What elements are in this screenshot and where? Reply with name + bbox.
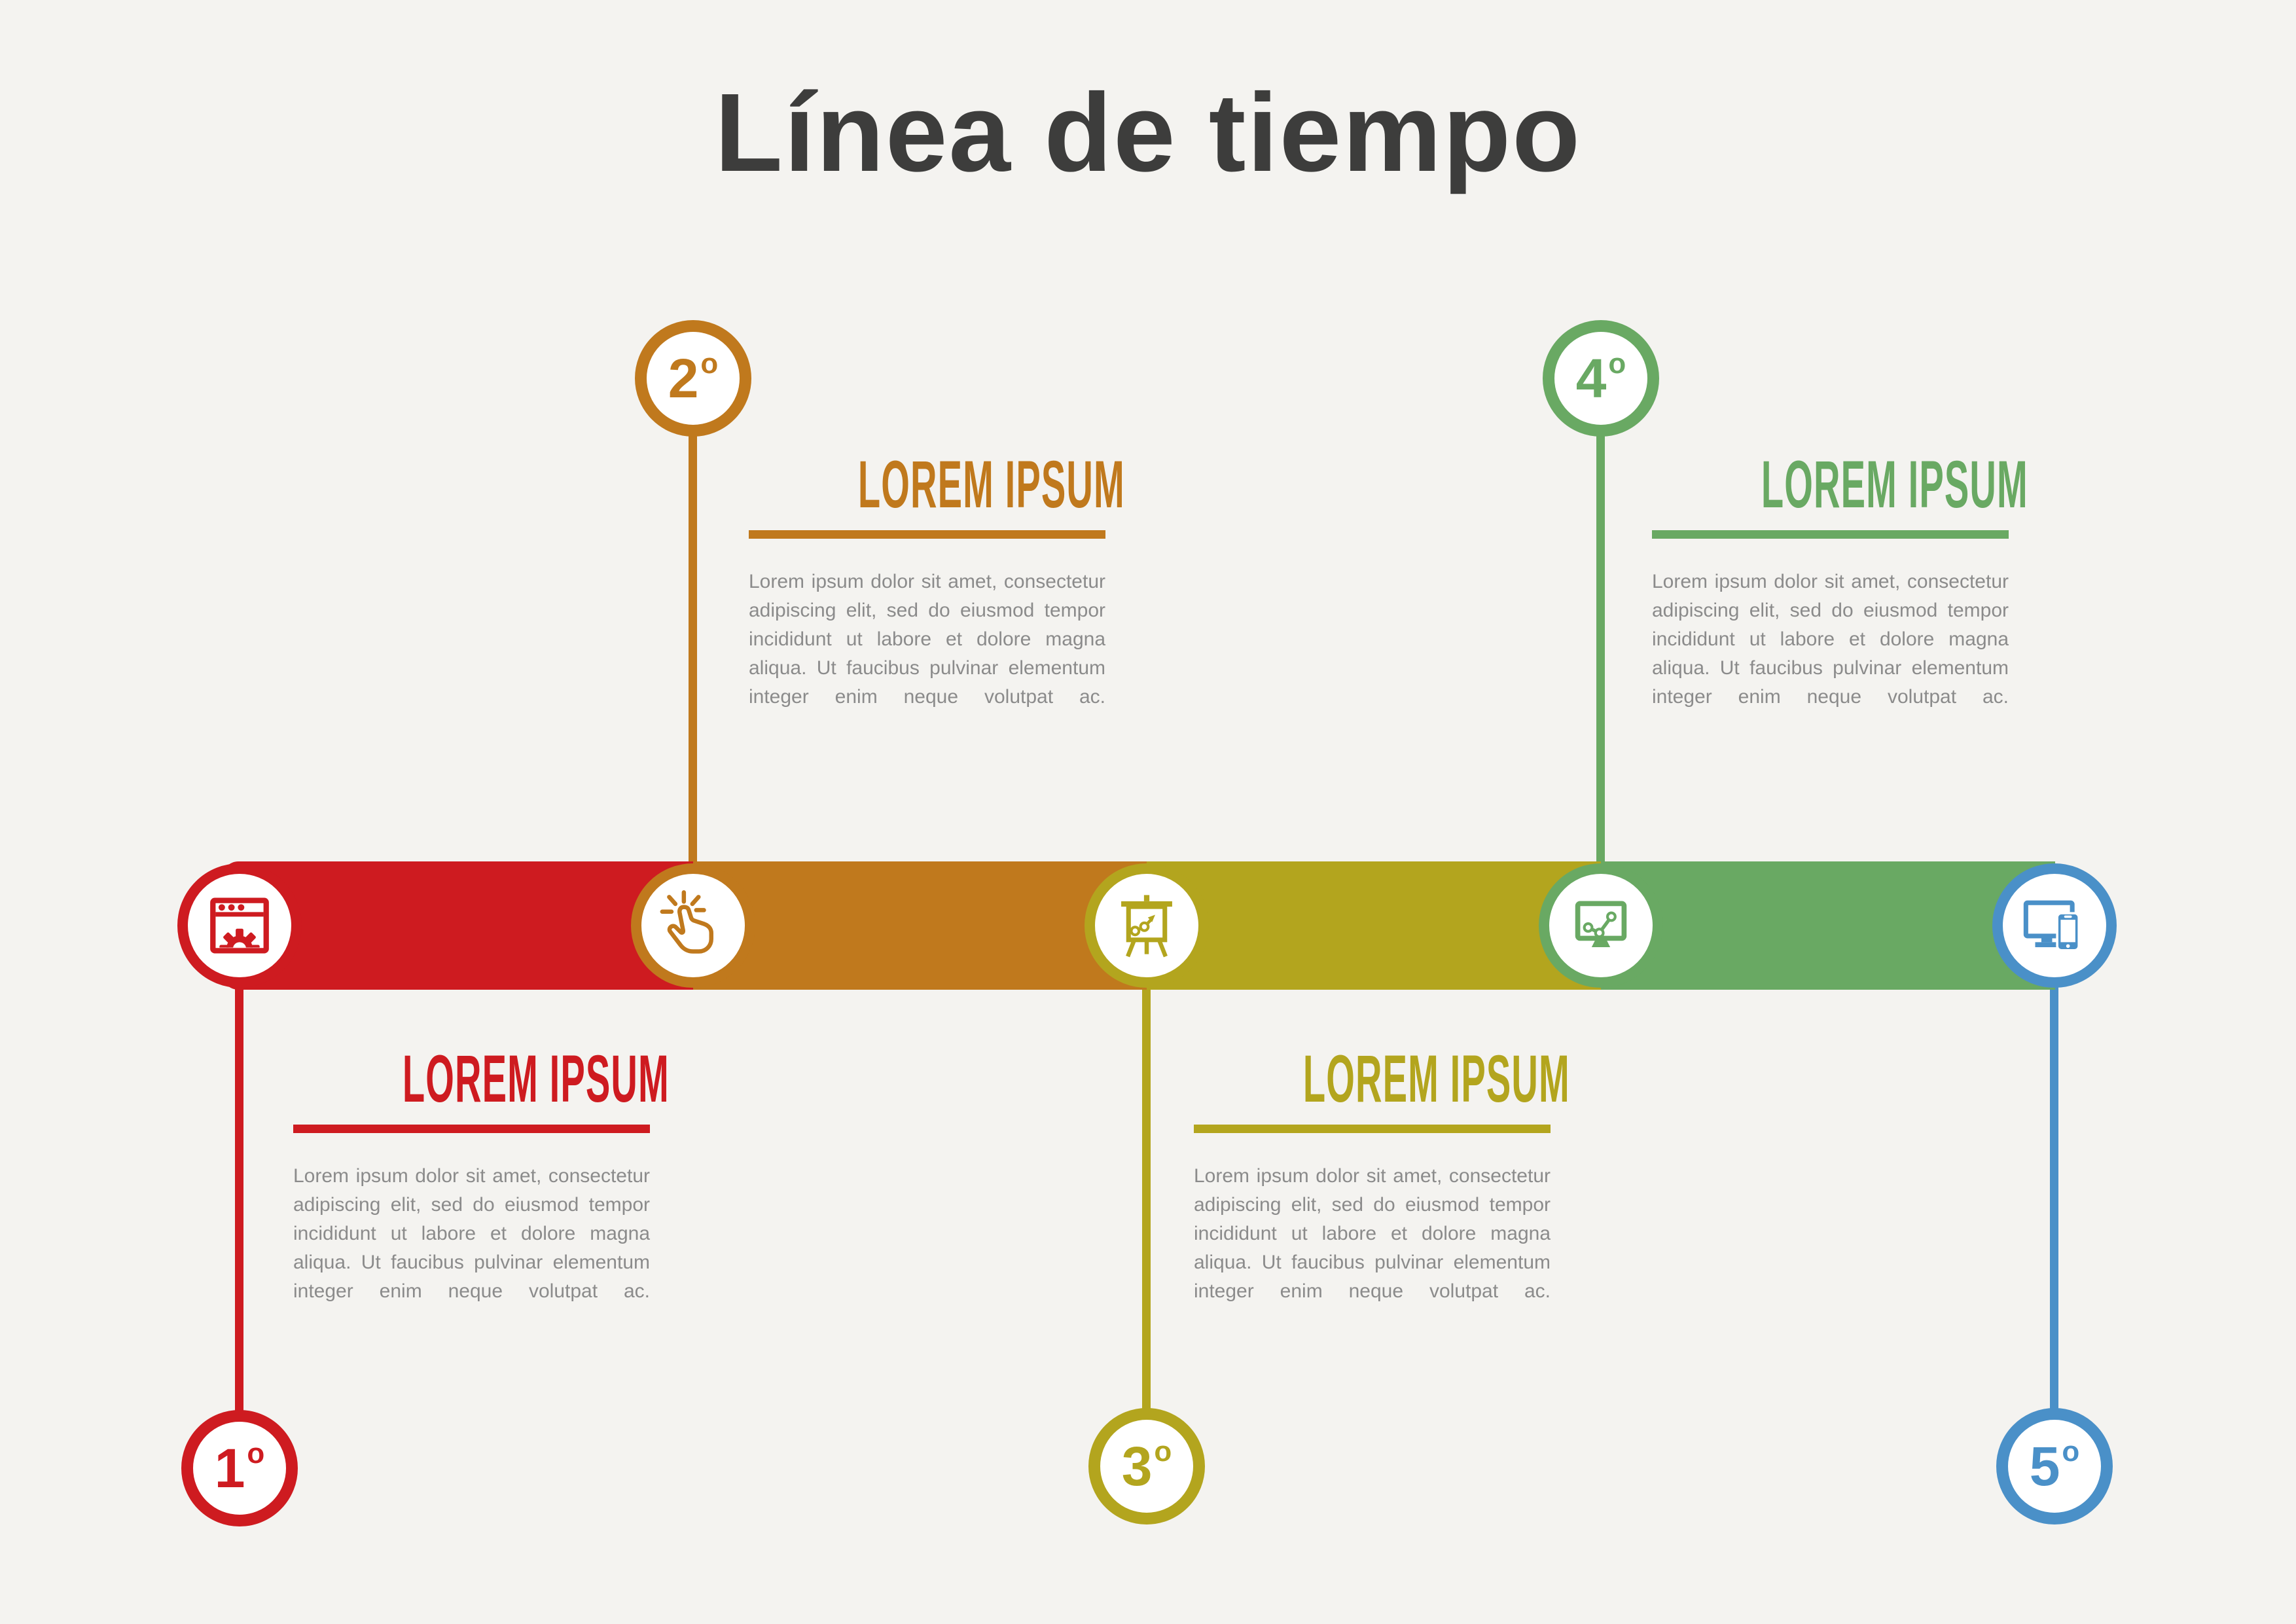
- step-5-number: 5: [2029, 1435, 2060, 1497]
- step-1-ordinal: o: [247, 1437, 265, 1470]
- step-3-heading-underline: [1194, 1124, 1551, 1133]
- step-4-text-block: LOREM IPSUM Lorem ipsum dolor sit amet, …: [1652, 451, 2028, 712]
- step-4-number: 4: [1575, 348, 1607, 409]
- step-5-ordinal: o: [2062, 1435, 2080, 1468]
- step-2-heading-underline: [749, 530, 1105, 539]
- connector-step-5: [2050, 987, 2058, 1411]
- connector-step-4: [1596, 435, 1605, 861]
- step-2-text-block: LOREM IPSUM Lorem ipsum dolor sit amet, …: [749, 451, 1124, 712]
- step-3-heading-text: LOREM IPSUM: [1302, 1041, 1570, 1116]
- connector-step-3: [1142, 987, 1151, 1411]
- connector-step-2: [689, 435, 697, 861]
- step-2-body: Lorem ipsum dolor sit amet, consectetur …: [749, 570, 1105, 708]
- step-4-body: Lorem ipsum dolor sit amet, consectetur …: [1652, 570, 2009, 708]
- timeline-bar: [223, 861, 2055, 990]
- step-4-ordinal: o: [1608, 348, 1626, 380]
- step-2-ordinal: o: [700, 348, 719, 380]
- step-1-heading-underline: [293, 1124, 650, 1133]
- monitor-chart-icon: [1562, 887, 1640, 964]
- step-1-heading: LOREM IPSUM: [293, 1045, 669, 1111]
- step-1-number: 1: [214, 1437, 245, 1499]
- step-1-icon-circle: [177, 863, 302, 988]
- step-2-heading: LOREM IPSUM: [749, 451, 1124, 517]
- step-3-number: 3: [1121, 1435, 1153, 1497]
- step-3-body: Lorem ipsum dolor sit amet, consectetur …: [1194, 1164, 1551, 1302]
- timeline-segment-3: [1147, 861, 1601, 990]
- step-1-heading-text: LOREM IPSUM: [402, 1041, 670, 1116]
- easel-chart-icon: [1108, 887, 1185, 964]
- click-hand-icon: [655, 887, 732, 964]
- step-4-icon-circle: [1539, 863, 1663, 988]
- browser-gear-icon: [201, 887, 278, 964]
- step-3-heading: LOREM IPSUM: [1194, 1045, 1570, 1111]
- step-5-icon-circle: [1992, 863, 2117, 988]
- step-3-ordinal: o: [1154, 1435, 1172, 1468]
- step-2-heading-text: LOREM IPSUM: [857, 447, 1125, 522]
- page-title: Línea de tiempo: [714, 71, 1582, 195]
- step-4-heading-text: LOREM IPSUM: [1761, 447, 2028, 522]
- step-3-icon-circle: [1085, 863, 1209, 988]
- timeline-segment-4: [1601, 861, 2055, 990]
- timeline-segment-2: [693, 861, 1147, 990]
- step-4-heading-underline: [1652, 530, 2009, 539]
- responsive-devices-icon: [2016, 887, 2093, 964]
- connector-step-1: [235, 987, 243, 1411]
- step-3-text-block: LOREM IPSUM Lorem ipsum dolor sit amet, …: [1194, 1045, 1570, 1306]
- step-1-text-block: LOREM IPSUM Lorem ipsum dolor sit amet, …: [293, 1045, 669, 1306]
- step-1-body: Lorem ipsum dolor sit amet, consectetur …: [293, 1164, 650, 1302]
- step-2-icon-circle: [631, 863, 755, 988]
- step-2-number: 2: [668, 348, 699, 409]
- step-4-heading: LOREM IPSUM: [1652, 451, 2028, 517]
